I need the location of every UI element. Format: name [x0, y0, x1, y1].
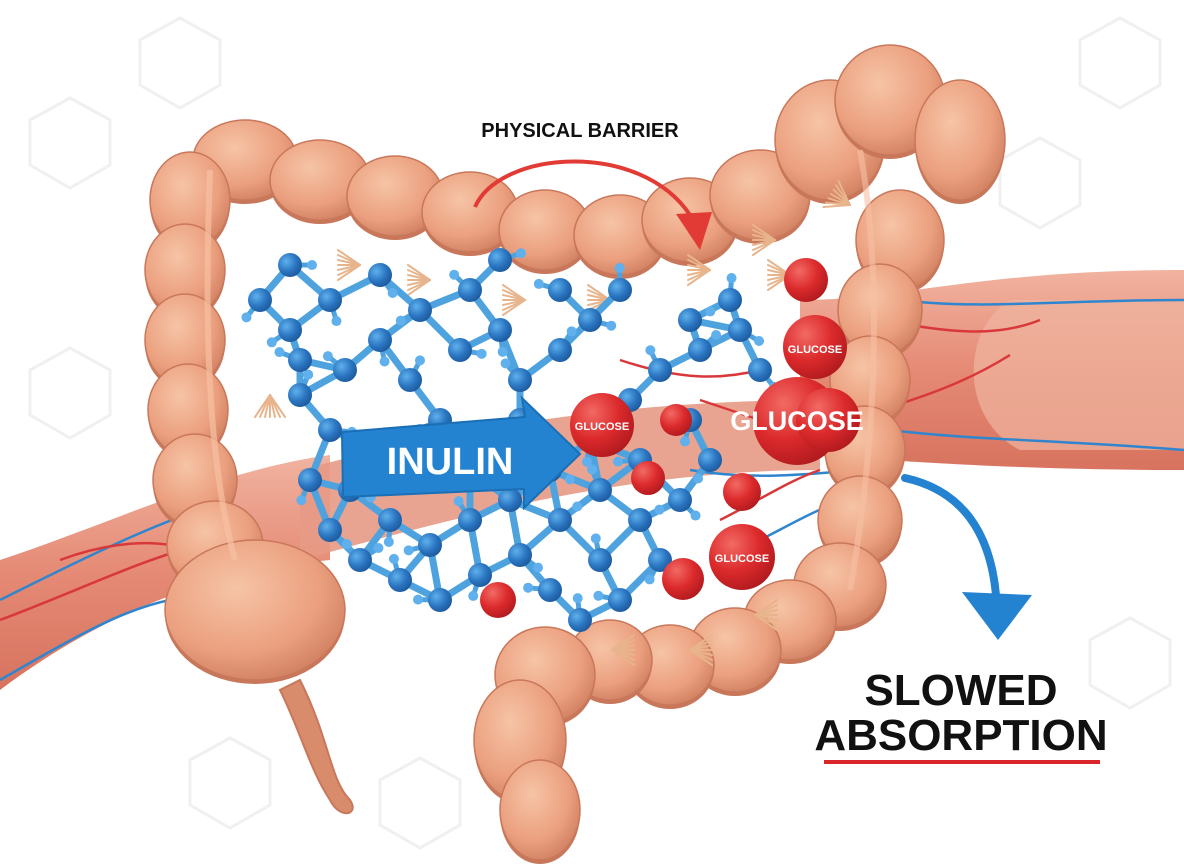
absorption-label: ABSORPTION: [814, 711, 1107, 760]
intestinal-villi: [254, 180, 851, 666]
curved-down-arrow-icon: [901, 474, 1032, 640]
glucose-molecule-labelled-large: GLUCOSE: [730, 377, 864, 465]
glucose-label-3: GLUCOSE: [715, 553, 769, 565]
glucose-molecules: [480, 258, 828, 618]
glucose-label-2: GLUCOSE: [788, 344, 842, 356]
right-arrow-icon: [340, 395, 582, 511]
absorption-underline: [824, 760, 1100, 764]
colon-illustration: [144, 44, 1006, 864]
slowed-label: SLOWED: [864, 666, 1057, 715]
glucose-label-large: GLUCOSE: [730, 406, 864, 436]
inulin-label: INULIN: [387, 441, 514, 483]
glucose-molecule-labelled-2: GLUCOSE: [783, 315, 847, 379]
glucose-label-1: GLUCOSE: [575, 421, 629, 433]
glucose-molecule-labelled-3: GLUCOSE: [709, 524, 775, 590]
physical-barrier-label: PHYSICAL BARRIER: [481, 120, 679, 142]
glucose-molecule-labelled-1: GLUCOSE: [570, 393, 634, 457]
curved-arrow-icon: [473, 159, 712, 250]
